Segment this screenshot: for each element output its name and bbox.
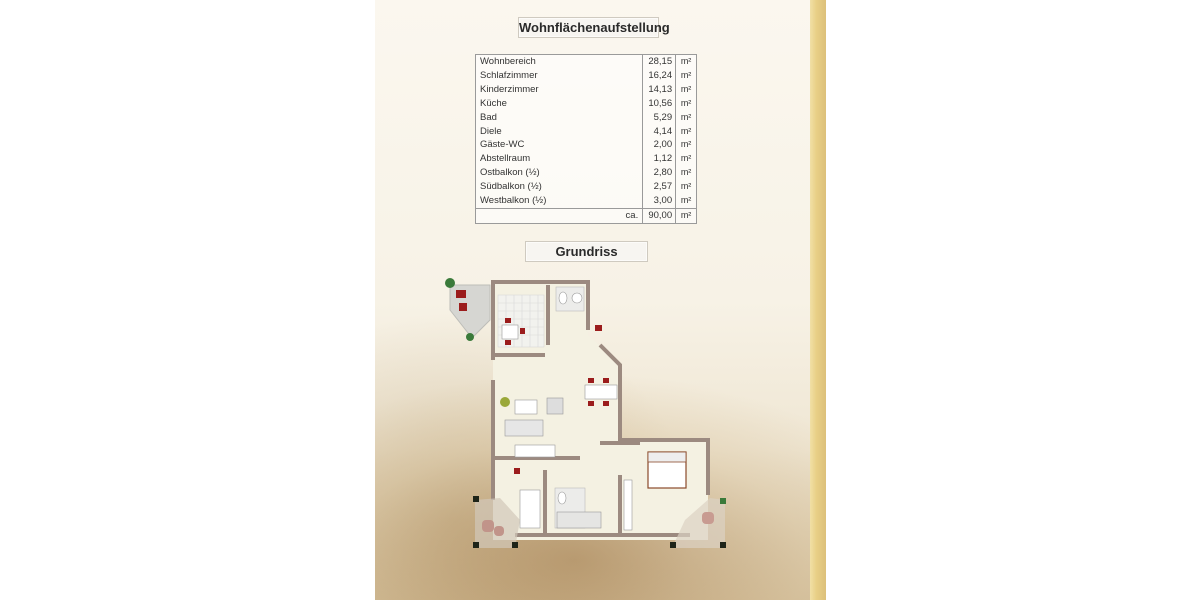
room-name: Wohnbereich	[480, 56, 536, 67]
unit: m²	[675, 138, 697, 153]
room-area: 28,15	[642, 54, 676, 69]
armchair-icon	[546, 397, 564, 415]
room-name: Gäste-WC	[480, 139, 525, 151]
plant-icon	[500, 397, 510, 407]
coffee-table	[514, 399, 538, 415]
room-area: 4,14	[642, 124, 676, 139]
sink-icon	[571, 292, 583, 304]
unit: m²	[675, 82, 697, 97]
page-edge	[810, 0, 826, 600]
planter-icons	[473, 496, 726, 548]
plan-title: Grundriss	[525, 241, 648, 262]
room-name: Westbalkon (½)	[480, 195, 547, 207]
room-area: 5,29	[642, 110, 676, 125]
east-balcony	[672, 498, 725, 548]
room-name: Kinderzimmer	[480, 83, 539, 95]
unit: m²	[675, 152, 697, 167]
room-area: 14,13	[642, 82, 676, 97]
unit: m²	[675, 68, 697, 83]
room-area: 16,24	[642, 68, 676, 83]
unit: m²	[675, 207, 697, 224]
room-area: 2,00	[642, 138, 676, 153]
room-name: Schlafzimmer	[480, 69, 538, 81]
total-area: 90,00	[642, 207, 676, 224]
floor-plan	[445, 278, 726, 548]
room-area: 3,00	[642, 194, 676, 209]
unit: m²	[675, 124, 697, 139]
room-name: Abstellraum	[480, 153, 531, 165]
unit: m²	[675, 54, 697, 69]
unit: m²	[675, 110, 697, 125]
room-name: Küche	[480, 97, 507, 109]
unit: m²	[675, 96, 697, 111]
south-balcony	[475, 498, 520, 548]
kitchen-table	[501, 324, 519, 340]
sideboard	[514, 444, 556, 458]
walls	[491, 280, 710, 537]
toilet-icon	[558, 291, 568, 305]
unit: m²	[675, 166, 697, 181]
room-name: Diele	[480, 125, 502, 137]
room-area: 2,80	[642, 166, 676, 181]
unit: m²	[675, 180, 697, 195]
total-prefix: ca.	[475, 207, 643, 224]
room-name: Ostbalkon (½)	[480, 167, 540, 179]
summary-title: Wohnflächenaufstellung	[518, 17, 670, 38]
bed-pillows	[647, 451, 687, 463]
toilet-icon	[557, 491, 567, 505]
room-name: Bad	[480, 111, 497, 123]
room-name: Südbalkon (½)	[480, 181, 542, 193]
room-area: 2,57	[642, 180, 676, 195]
west-balcony	[449, 284, 491, 339]
sofa-icon	[504, 419, 544, 437]
plant-icons	[445, 278, 726, 504]
room-area: 1,12	[642, 152, 676, 167]
desk	[519, 489, 541, 529]
room-area: 10,56	[642, 96, 676, 111]
dining-table	[584, 384, 618, 400]
bathtub-icon	[556, 511, 602, 529]
wardrobe	[623, 479, 633, 531]
unit: m²	[675, 194, 697, 209]
